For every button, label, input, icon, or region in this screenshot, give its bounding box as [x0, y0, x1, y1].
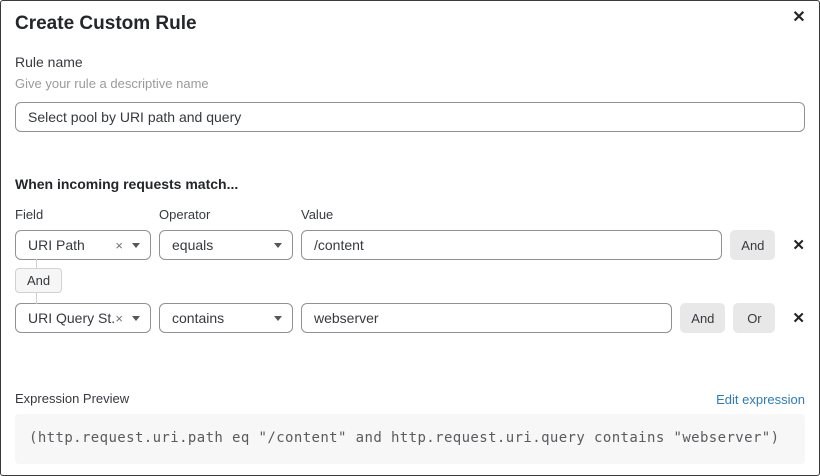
chevron-down-icon: [132, 315, 140, 321]
operator-select-value: contains: [172, 310, 225, 326]
close-icon[interactable]: ✕: [787, 6, 811, 30]
operator-select[interactable]: equals: [159, 230, 293, 260]
clear-icon[interactable]: ×: [115, 310, 123, 326]
rule-name-label: Rule name: [15, 54, 83, 70]
chevron-down-icon: [274, 242, 282, 248]
field-select-value: URI Query St...: [28, 310, 116, 326]
rule-name-input[interactable]: [15, 102, 805, 132]
and-button[interactable]: And: [680, 303, 726, 333]
field-select-value: URI Path: [28, 237, 85, 253]
and-connector-badge: And: [15, 268, 63, 293]
chevron-down-icon: [132, 242, 140, 248]
or-button[interactable]: Or: [733, 303, 776, 333]
value-input[interactable]: [301, 303, 673, 333]
operator-select[interactable]: contains: [159, 303, 293, 333]
remove-condition-icon[interactable]: ✕: [792, 236, 805, 254]
expression-code: (http.request.uri.path eq "/content" and…: [15, 414, 805, 464]
clear-icon[interactable]: ×: [115, 237, 123, 253]
edit-expression-link[interactable]: Edit expression: [716, 391, 805, 407]
match-section-heading: When incoming requests match...: [15, 176, 239, 192]
column-labels: Field Operator Value: [15, 207, 805, 223]
condition-row-2: URI Query St... × contains And Or ✕: [15, 303, 805, 333]
condition-row-1: URI Path × equals And ✕: [15, 230, 805, 260]
chevron-down-icon: [274, 315, 282, 321]
value-input[interactable]: [301, 230, 723, 260]
page-title: Create Custom Rule: [15, 13, 197, 34]
expression-preview-label: Expression Preview: [15, 391, 130, 406]
remove-condition-icon[interactable]: ✕: [792, 309, 805, 327]
field-select[interactable]: URI Query St... ×: [15, 303, 151, 333]
and-button[interactable]: And: [730, 230, 776, 260]
connector-badge-row: And: [15, 268, 805, 293]
field-column-label: Field: [15, 207, 44, 222]
expression-preview-header: Expression Preview Edit expression: [15, 391, 805, 407]
condition-builder: URI Path × equals And ✕ And URI Query St…: [15, 230, 805, 333]
operator-column-label: Operator: [159, 207, 211, 222]
rule-name-helper: Give your rule a descriptive name: [15, 76, 209, 91]
value-column-label: Value: [301, 207, 334, 222]
operator-select-value: equals: [172, 237, 214, 253]
field-select[interactable]: URI Path ×: [15, 230, 151, 260]
